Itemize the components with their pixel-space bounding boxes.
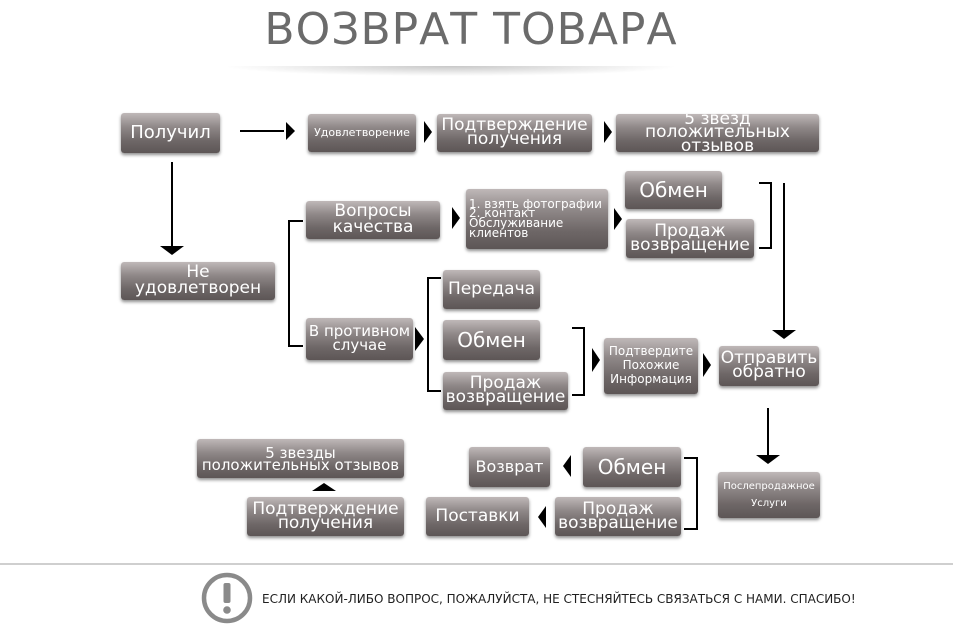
page-title: ВОЗВРАТ ТОВАРА — [264, 4, 678, 55]
node-received: Получил — [121, 113, 220, 153]
node-photo-contact: 1. взять фотографии 2. контакт Обслужива… — [466, 189, 608, 249]
node-after-sales: Послепродажное Услуги — [718, 472, 820, 518]
node-sale-return-mid: Продаж возвращение — [443, 372, 568, 410]
node-exchange-top: Обмен — [625, 171, 722, 209]
node-sale-return-top: Продаж возвращение — [626, 219, 754, 258]
node-exchange-bottom: Обмен — [583, 447, 681, 487]
footer-divider — [0, 563, 953, 565]
node-confirm-receipt-bottom: Подтверждение получения — [247, 497, 404, 536]
node-refund: Возврат — [469, 447, 550, 487]
node-transfer: Передача — [443, 270, 540, 309]
node-exchange-mid: Обмен — [443, 320, 540, 360]
node-delivery: Поставки — [426, 497, 529, 536]
node-confirm-receipt-top: Подтверждение получения — [437, 114, 592, 152]
node-five-stars-top: 5 звезд положительных отзывов — [616, 114, 819, 152]
node-sale-return-bottom: Продаж возвращение — [555, 497, 681, 536]
node-not-satisfied: Не удовлетворен — [121, 262, 275, 300]
exclamation-circle-icon — [201, 572, 253, 624]
node-confirm-similar: Подтвердите Похожие Информация — [604, 338, 698, 394]
node-send-back: Отправить обратно — [719, 346, 819, 386]
footer-notice: ЕСЛИ КАКОЙ-ЛИБО ВОПРОС, ПОЖАЛУЙСТА, НЕ С… — [262, 592, 856, 606]
node-quality-issues: Вопросы качества — [306, 201, 440, 239]
node-otherwise: В противном случае — [306, 318, 413, 360]
node-five-stars-bottom: 5 звезды положительных отзывов — [197, 439, 404, 478]
title-underline-shadow — [228, 66, 674, 76]
node-satisfied: Удовлетворение — [308, 114, 416, 152]
